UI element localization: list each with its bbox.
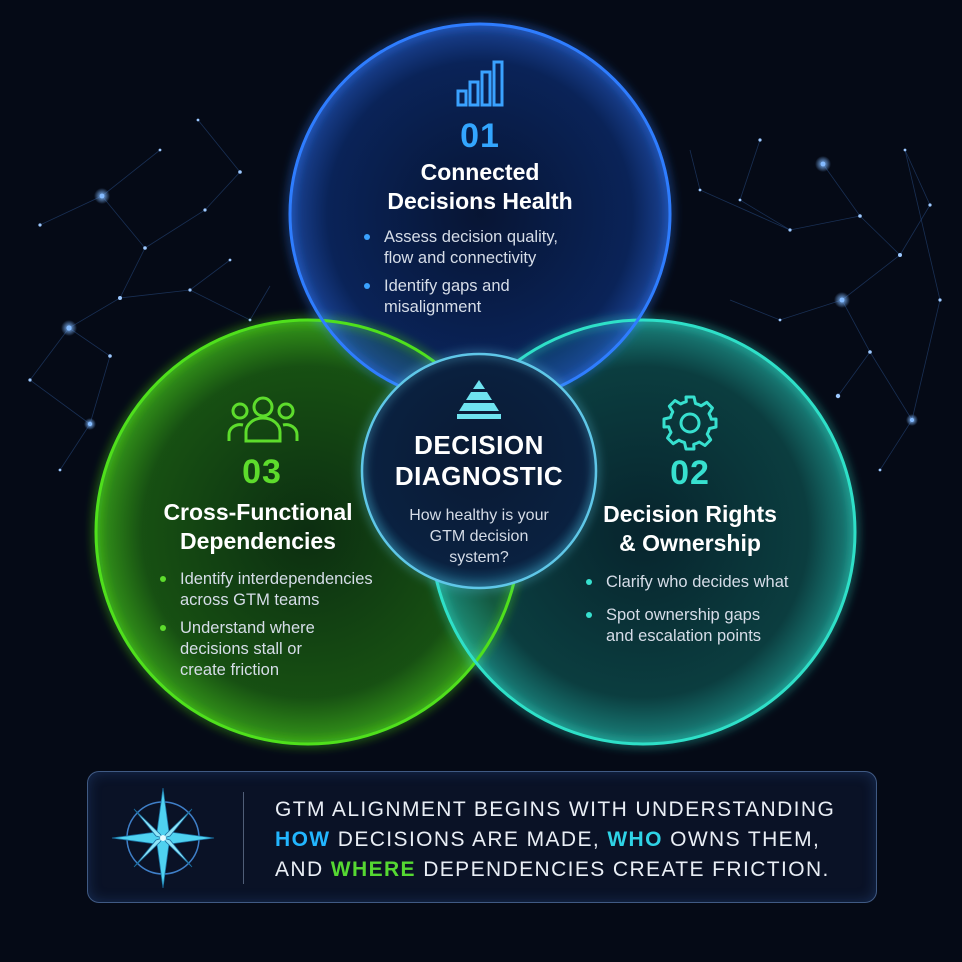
banner-text: AND — [275, 858, 331, 881]
bullet-line: Understand where — [180, 619, 315, 637]
bullet-dot — [364, 234, 370, 240]
bullet-line: Assess decision quality, — [384, 228, 558, 246]
pyramid-icon — [457, 380, 501, 419]
center-title-line-2: DIAGNOSTIC — [394, 461, 564, 491]
right-title-line-1: Decision Rights — [603, 501, 777, 527]
center-circle — [362, 354, 596, 588]
left-number: 03 — [242, 453, 282, 491]
top-title: Connected Decisions Health — [330, 158, 630, 216]
banner-line-2: HOW DECISIONS ARE MADE, WHO OWNS THEM, — [275, 828, 820, 852]
bullet-line: Clarify who decides what — [606, 573, 789, 591]
right-bullet-list: Clarify who decides what Spot ownership … — [584, 572, 844, 654]
list-item: Spot ownership gaps and escalation point… — [584, 605, 844, 647]
bullet-line: Identify gaps and — [384, 277, 510, 295]
circle-top-fill — [290, 24, 670, 404]
banner-line-1: GTM ALIGNMENT BEGINS WITH UNDERSTANDING — [275, 798, 836, 821]
center-subtitle-line-3: system? — [449, 549, 509, 566]
bullet-line: flow and connectivity — [384, 249, 537, 267]
center-subtitle-line-1: How healthy is your — [409, 507, 549, 524]
bullet-dot — [586, 579, 592, 585]
banner-text: DEPENDENCIES CREATE FRICTION. — [415, 858, 830, 881]
highlight-how: HOW — [275, 828, 331, 851]
bullet-dot — [160, 625, 166, 631]
left-bullet-list: Identify interdependencies across GTM te… — [158, 569, 418, 688]
banner-divider — [243, 792, 244, 884]
top-title-line-1: Connected — [420, 159, 540, 185]
top-bullet-list: Assess decision quality, flow and connec… — [362, 227, 642, 325]
summary-banner: GTM ALIGNMENT BEGINS WITH UNDERSTANDING … — [87, 771, 877, 903]
list-item: Identify gaps and misalignment — [362, 276, 642, 318]
bullet-line: and escalation points — [606, 627, 762, 645]
top-number: 01 — [460, 117, 500, 155]
highlight-where: WHERE — [330, 858, 416, 881]
list-item: Assess decision quality, flow and connec… — [362, 227, 642, 269]
banner-line-3: AND WHERE DEPENDENCIES CREATE FRICTION. — [275, 858, 830, 882]
right-title-line-2: & Ownership — [619, 530, 761, 556]
list-item: Understand where decisions stall or crea… — [158, 618, 418, 681]
left-title-line-2: Dependencies — [180, 528, 336, 554]
bullet-line: Identify interdependencies — [180, 570, 373, 588]
gear-icon — [662, 395, 718, 451]
center-title-line-1: DECISION — [414, 430, 544, 460]
top-title-line-2: Decisions Health — [387, 188, 573, 214]
people-group-icon — [227, 396, 299, 443]
bar-chart-icon — [456, 60, 504, 107]
center-subtitle: How healthy is your GTM decision system? — [379, 505, 579, 568]
bullet-line: misalignment — [384, 298, 482, 316]
bullet-dot — [586, 612, 592, 618]
bullet-line: across GTM teams — [180, 591, 320, 609]
right-title: Decision Rights & Ownership — [575, 500, 805, 558]
bullet-line: decisions stall or — [180, 640, 302, 658]
bullet-dot — [160, 576, 166, 582]
list-item: Identify interdependencies across GTM te… — [158, 569, 418, 611]
bullet-line: Spot ownership gaps — [606, 606, 761, 624]
center-title: DECISION DIAGNOSTIC — [379, 430, 579, 492]
center-subtitle-line-2: GTM decision — [429, 528, 529, 545]
left-title-line-1: Cross-Functional — [163, 499, 353, 525]
left-title: Cross-Functional Dependencies — [128, 498, 388, 556]
right-number: 02 — [670, 454, 710, 492]
bullet-dot — [364, 283, 370, 289]
highlight-who: WHO — [607, 828, 663, 851]
banner-text: OWNS THEM, — [662, 828, 821, 851]
list-item: Clarify who decides what — [584, 572, 844, 593]
banner-text: DECISIONS ARE MADE, — [330, 828, 608, 851]
compass-rose-icon — [111, 787, 215, 889]
bullet-line: create friction — [180, 661, 280, 679]
